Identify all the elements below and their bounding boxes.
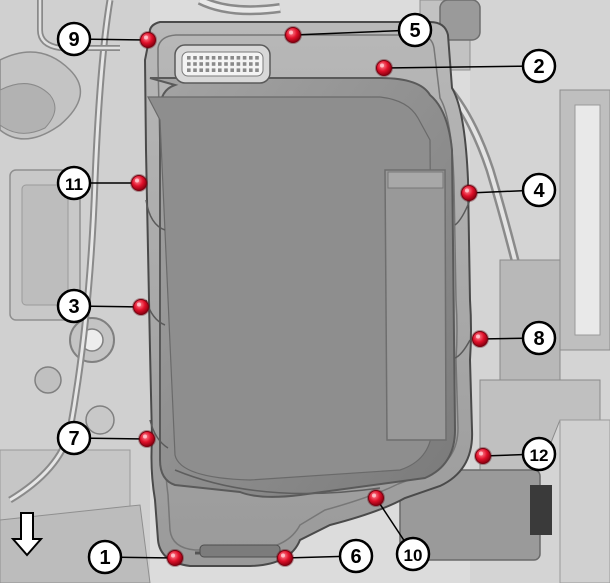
bolt-markers [130, 26, 492, 567]
bolt-11 [130, 174, 148, 192]
leader-line-5 [292, 29, 416, 36]
callout-label-5: 5 [409, 20, 420, 42]
callout-9: 9 [56, 21, 92, 57]
callout-label-7: 7 [68, 428, 79, 450]
bolt-5 [284, 26, 302, 44]
callout-7: 7 [56, 420, 92, 456]
callout-10: 10 [395, 536, 431, 572]
callout-label-4: 4 [533, 180, 545, 202]
callout-label-2: 2 [533, 56, 544, 78]
bolt-4 [460, 184, 478, 202]
callout-label-6: 6 [350, 546, 361, 568]
callout-11: 11 [56, 165, 92, 201]
bolt-1 [166, 549, 184, 567]
bolt-2 [375, 59, 393, 77]
bolt-9 [139, 31, 157, 49]
callout-1: 1 [87, 539, 123, 575]
callout-6: 6 [338, 538, 374, 574]
callout-2: 2 [521, 48, 557, 84]
callout-5: 5 [397, 12, 433, 48]
callout-3: 3 [56, 288, 92, 324]
bolt-8 [471, 330, 489, 348]
oil-pan [143, 21, 474, 567]
callout-label-10: 10 [404, 546, 423, 565]
leader-line-2 [383, 65, 540, 69]
callout-label-9: 9 [68, 29, 79, 51]
callout-label-1: 1 [99, 547, 110, 569]
bolt-10 [367, 489, 385, 507]
down-arrow-icon [10, 512, 44, 557]
bolt-6 [276, 549, 294, 567]
bolt-12 [474, 447, 492, 465]
callout-4: 4 [521, 172, 557, 208]
callout-label-11: 11 [65, 175, 83, 194]
callout-label-8: 8 [533, 328, 544, 350]
bolt-7 [138, 430, 156, 448]
bolt-3 [132, 298, 150, 316]
callout-8: 8 [521, 320, 557, 356]
callout-label-3: 3 [68, 296, 79, 318]
callout-12: 12 [521, 436, 557, 472]
connector-pins [187, 56, 259, 72]
callout-label-12: 12 [530, 446, 549, 465]
